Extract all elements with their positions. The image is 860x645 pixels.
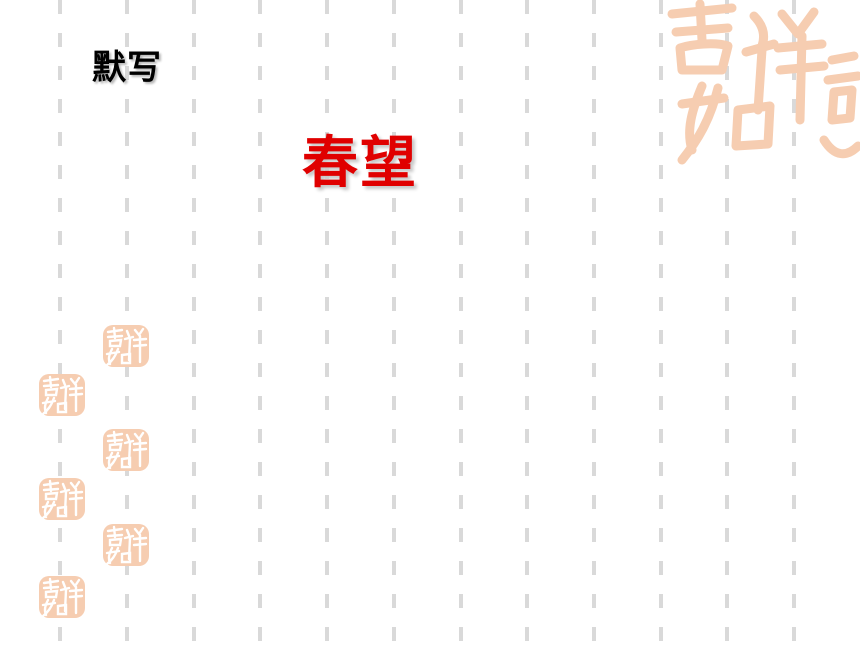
seal-stamp-icon (103, 325, 149, 367)
dashed-line (392, 0, 396, 645)
dashed-line (525, 0, 529, 645)
dashed-line (725, 0, 729, 645)
seal-stamp-icon (103, 524, 149, 566)
dashed-line (592, 0, 596, 645)
seal-stamp-icon (39, 478, 85, 520)
dashed-line (125, 0, 129, 645)
dashed-line (459, 0, 463, 645)
seal-stamp-icon (39, 374, 85, 416)
dashed-line (325, 0, 329, 645)
seal-stamp-icon (39, 576, 85, 618)
dashed-line (258, 0, 262, 645)
dashed-line (58, 0, 62, 645)
slide-heading: 默写 (92, 48, 162, 88)
calligraphy-seal-icon (667, 0, 860, 165)
seal-stamp-icon (103, 429, 149, 471)
dashed-line (792, 0, 796, 645)
dashed-line (659, 0, 663, 645)
poem-title: 春望 (302, 131, 418, 196)
dashed-line (192, 0, 196, 645)
